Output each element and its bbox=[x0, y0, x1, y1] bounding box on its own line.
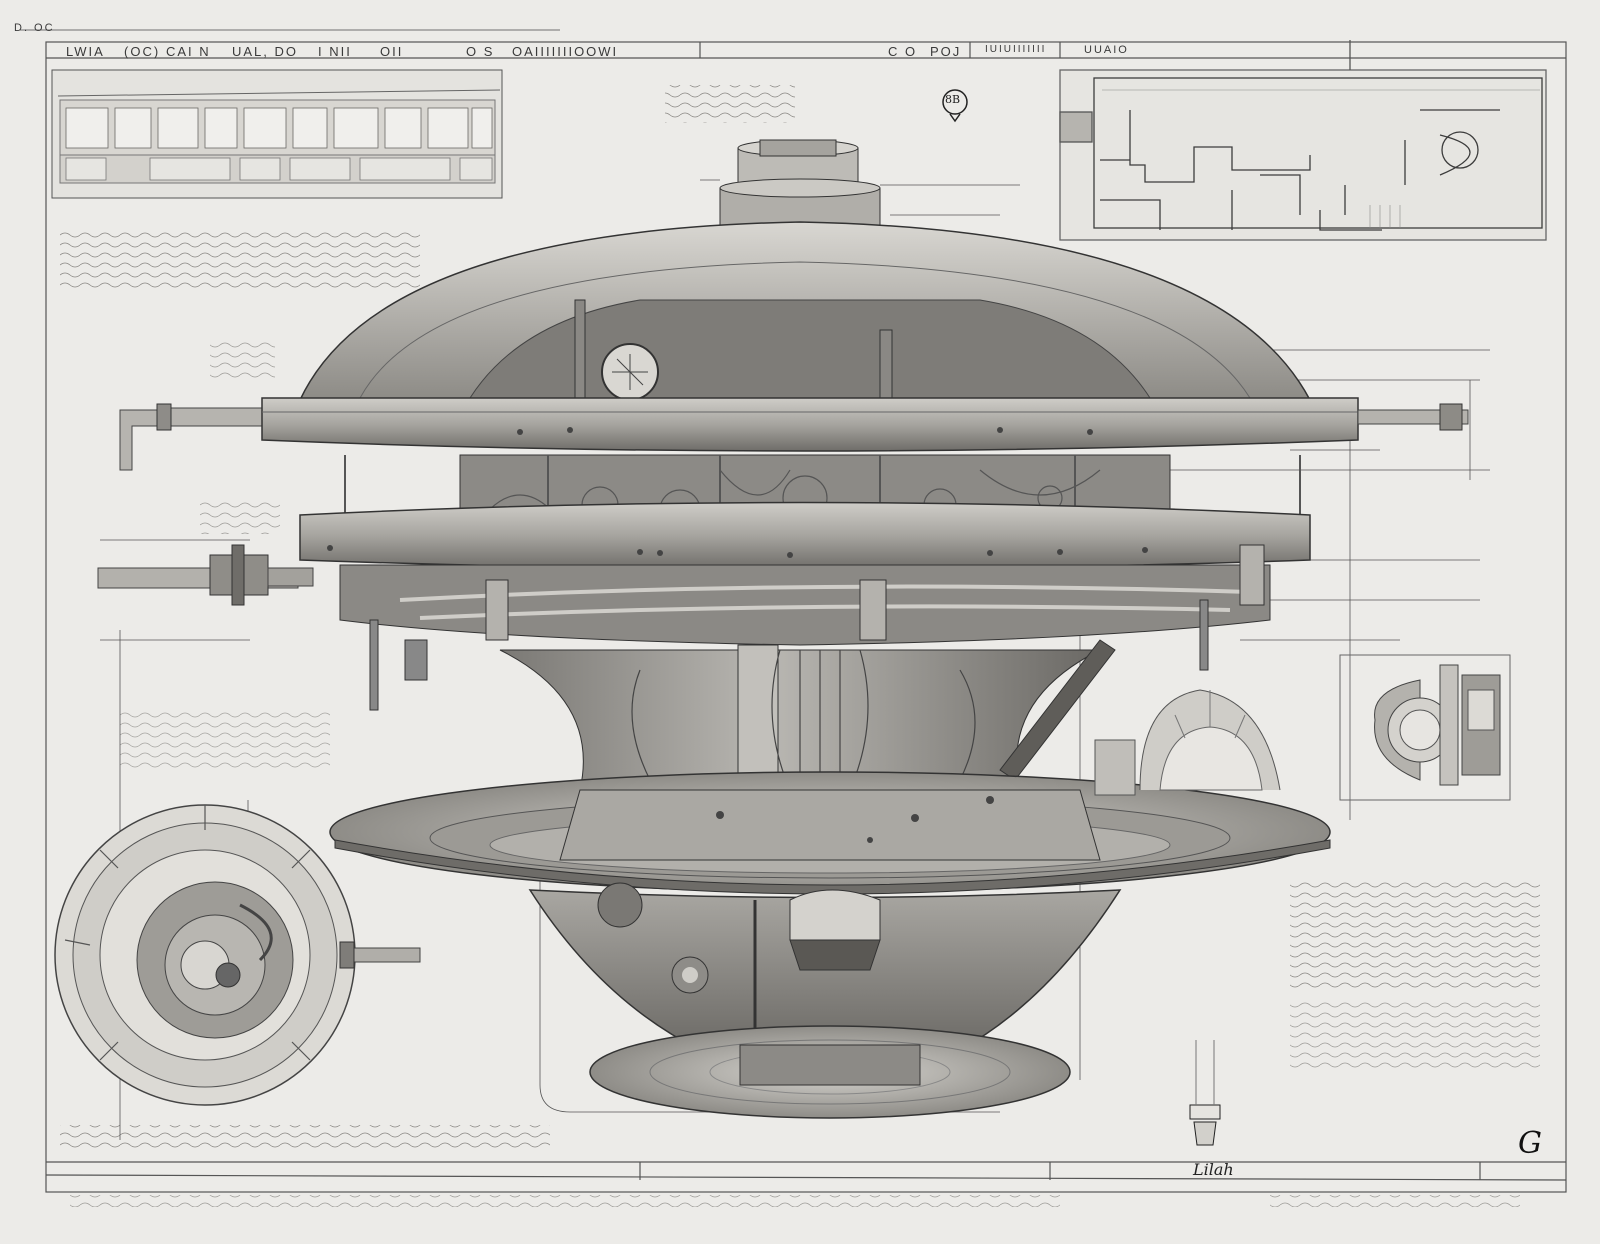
signature: Lilah bbox=[1193, 1160, 1234, 1179]
title-segment: LWIA bbox=[66, 44, 105, 59]
title-segment: IUIUIIIIIII bbox=[985, 44, 1047, 55]
corner-glyph: G bbox=[1518, 1126, 1542, 1161]
title-segment: UUAIO bbox=[1084, 44, 1129, 56]
bottom-left-radial-section bbox=[54, 804, 421, 1106]
title-segment: (OC) bbox=[124, 44, 161, 59]
title-segment: POJ bbox=[930, 44, 962, 59]
right-dome-detail bbox=[1094, 689, 1281, 796]
title-segment: OII bbox=[380, 44, 404, 59]
title-segment: I NII bbox=[318, 44, 352, 59]
top-left-elevation-strip bbox=[51, 69, 503, 199]
left-pipe-upper bbox=[119, 403, 271, 471]
title-segment: C O bbox=[888, 44, 918, 59]
title-segment: O S bbox=[466, 44, 495, 59]
title-segment: CAI N bbox=[166, 44, 211, 59]
title-segment: OAIIIIIIIOOWI bbox=[512, 44, 619, 59]
top-right-floor-plan bbox=[1059, 40, 1547, 241]
title-corner-mark: D. OC bbox=[14, 22, 55, 34]
notes-blocks bbox=[60, 85, 1540, 1207]
right-pedestal-detail bbox=[1189, 1040, 1221, 1146]
left-pipe-lower bbox=[97, 544, 314, 606]
title-segment: UAL, DO bbox=[232, 44, 299, 59]
callout-bubble bbox=[942, 89, 968, 123]
center-cutaway bbox=[261, 139, 1469, 1119]
sheet-frame bbox=[20, 29, 1567, 1193]
callout-bubble-label: 8B bbox=[945, 93, 961, 106]
right-cylinder-section bbox=[1339, 654, 1511, 801]
